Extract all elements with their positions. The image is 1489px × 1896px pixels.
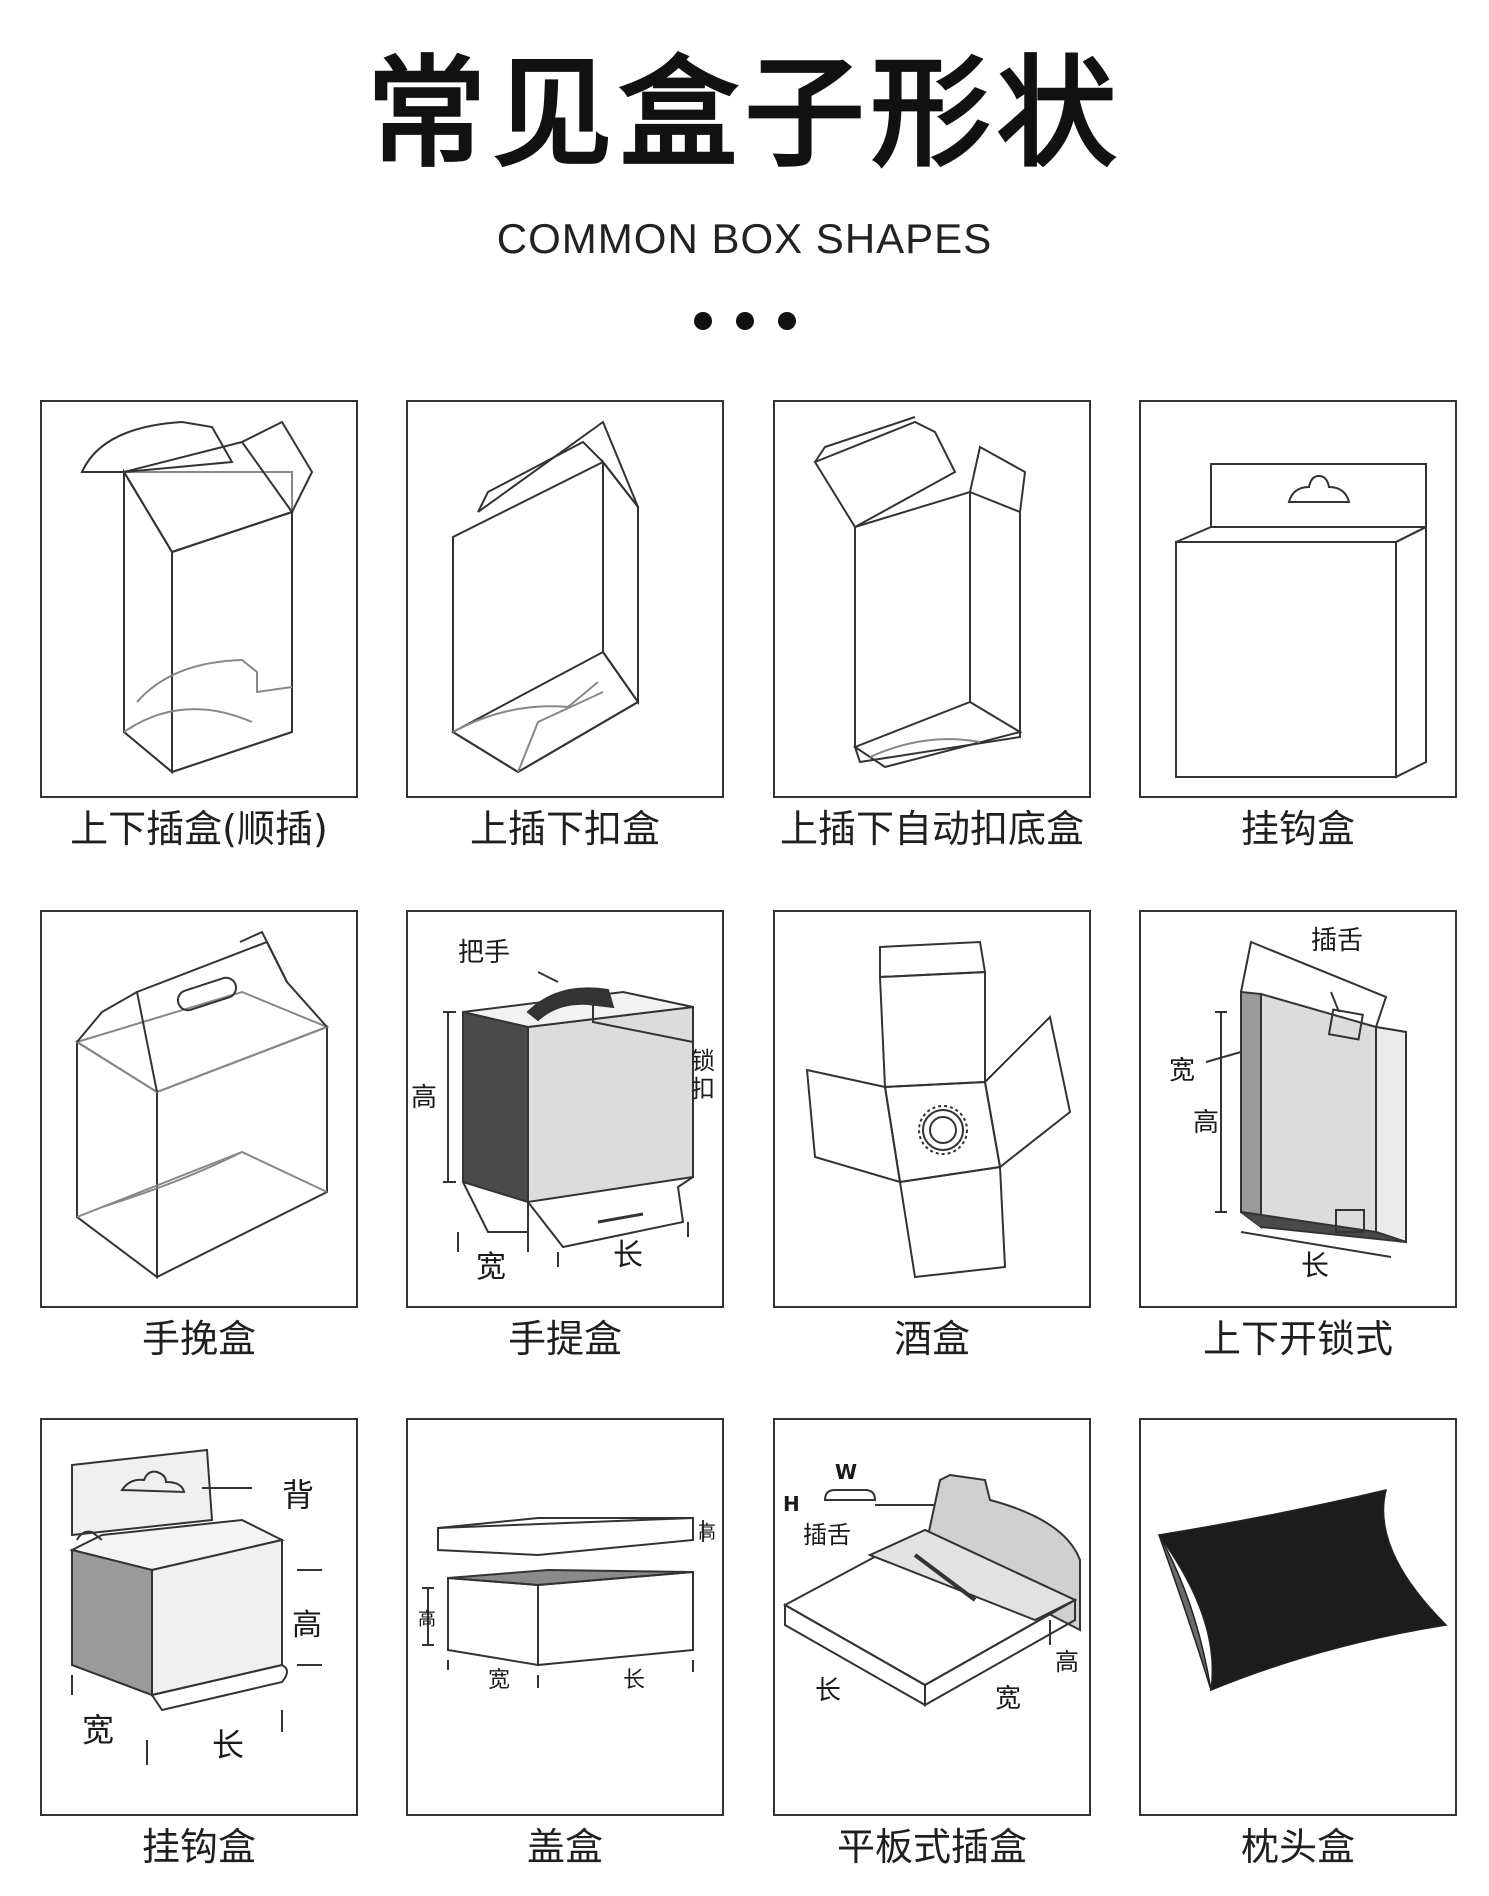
box-illustration-frame [1139,400,1457,798]
hanger-box-back-drawing [69,1448,322,1765]
annotation-w: W [835,1460,858,1484]
annotation-width: 宽 [488,1668,511,1693]
box-illustration-frame: 插舌 宽 高 长 [1139,910,1457,1308]
box-label: 枕头盒 [1240,1825,1355,1869]
annotation-height: 高 [292,1608,322,1643]
pillow-box-drawing [1157,1488,1448,1692]
box-illustration-frame [40,400,358,798]
auto-lock-bottom-drawing [813,416,1027,769]
annotation-width: 宽 [1169,1056,1196,1086]
box-card-lock-end: 插舌 宽 高 长 上下开锁式 [1139,910,1457,1361]
page-title: 常见盒子形状 [366,45,1123,184]
box-illustration-frame [1139,1418,1457,1816]
box-label: 挂钩盒 [141,1825,256,1869]
annotation-tongue: 插舌 [1311,926,1364,956]
annotation-h: H [783,1492,800,1516]
box-card-lid: 高 高 宽 长 盖盒 [406,1418,724,1869]
box-illustration-frame [773,400,1091,798]
annotation-width: 宽 [82,1711,115,1749]
annotation-height: 高 [411,1083,438,1113]
box-illustration-frame: 高 高 宽 长 [406,1418,724,1816]
page-subtitle: COMMON BOX SHAPES [496,215,993,262]
lock-end-box-drawing [1205,940,1407,1258]
lid-box-drawing [422,1517,704,1688]
annotation-height: 高 [1055,1648,1079,1676]
box-label: 上插下自动扣底盒 [779,807,1084,851]
wine-box-dieline-drawing [805,940,1072,1279]
annotation-back: 背 [282,1476,315,1514]
dot [777,312,796,330]
box-illustration-frame: 背 高 宽 长 [40,1418,358,1816]
box-label: 手挽盒 [141,1317,256,1361]
box-card-hanger-1: 挂钩盒 [1139,400,1457,851]
hanger-box-drawing [1175,463,1427,779]
flat-tuck-box-drawing [782,1473,1081,1707]
box-card-wine: 酒盒 [773,910,1091,1361]
box-card-hanger-2: 背 高 宽 长 挂钩盒 [40,1418,358,1869]
box-card-flat-tuck: W H 插舌 高 长 宽 平板式插盒 [773,1418,1091,1869]
box-card-pillow: 枕头盒 [1139,1418,1457,1869]
box-card-auto-lock-bottom: 上插下自动扣底盒 [773,400,1091,851]
annotation-length: 长 [1301,1249,1330,1282]
annotation-width: 宽 [995,1684,1022,1714]
box-illustration-frame [406,400,724,798]
box-illustration-frame [773,910,1091,1308]
box-label: 挂钩盒 [1240,807,1355,851]
box-card-top-tuck-bottom-lock: 上插下扣盒 [406,400,724,851]
decorative-dots [0,312,1489,330]
box-label: 上下开锁式 [1202,1317,1393,1361]
tuck-end-box-drawing [80,420,314,775]
top-tuck-bottom-lock-drawing [450,420,640,774]
box-label: 酒盒 [893,1317,970,1361]
box-card-gable: 手挽盒 [40,910,358,1361]
box-illustration-frame: W H 插舌 高 长 宽 [773,1418,1091,1816]
annotation-height-bottom: 高 [418,1609,436,1630]
box-card-tuck-end: 上下插盒(顺插) [40,400,358,851]
box-label: 平板式插盒 [836,1825,1027,1869]
box-illustration-frame: 把手 锁扣 高 宽 长 [406,910,724,1308]
annotation-length: 长 [623,1668,646,1693]
annotation-height-top: 高 [698,1522,716,1543]
gable-box-drawing [74,930,330,1279]
box-card-handle: 把手 锁扣 高 宽 长 手提盒 [406,910,724,1361]
annotation-width: 宽 [476,1250,506,1285]
box-label: 上插下扣盒 [469,807,660,851]
annotation-lock: 锁扣 [691,1047,715,1103]
box-illustration-frame [40,910,358,1308]
annotation-length: 长 [212,1726,245,1764]
dot [693,312,712,330]
handle-box-drawing [443,971,694,1267]
box-label: 上下插盒(顺插) [70,807,328,851]
annotation-handle: 把手 [458,938,511,968]
annotation-tongue: 插舌 [803,1521,851,1549]
box-label: 盖盒 [526,1825,603,1869]
annotation-length: 长 [613,1238,643,1273]
annotation-length: 长 [815,1676,842,1706]
annotation-height: 高 [1193,1108,1220,1138]
dot [735,312,754,330]
box-label: 手提盒 [507,1317,622,1361]
